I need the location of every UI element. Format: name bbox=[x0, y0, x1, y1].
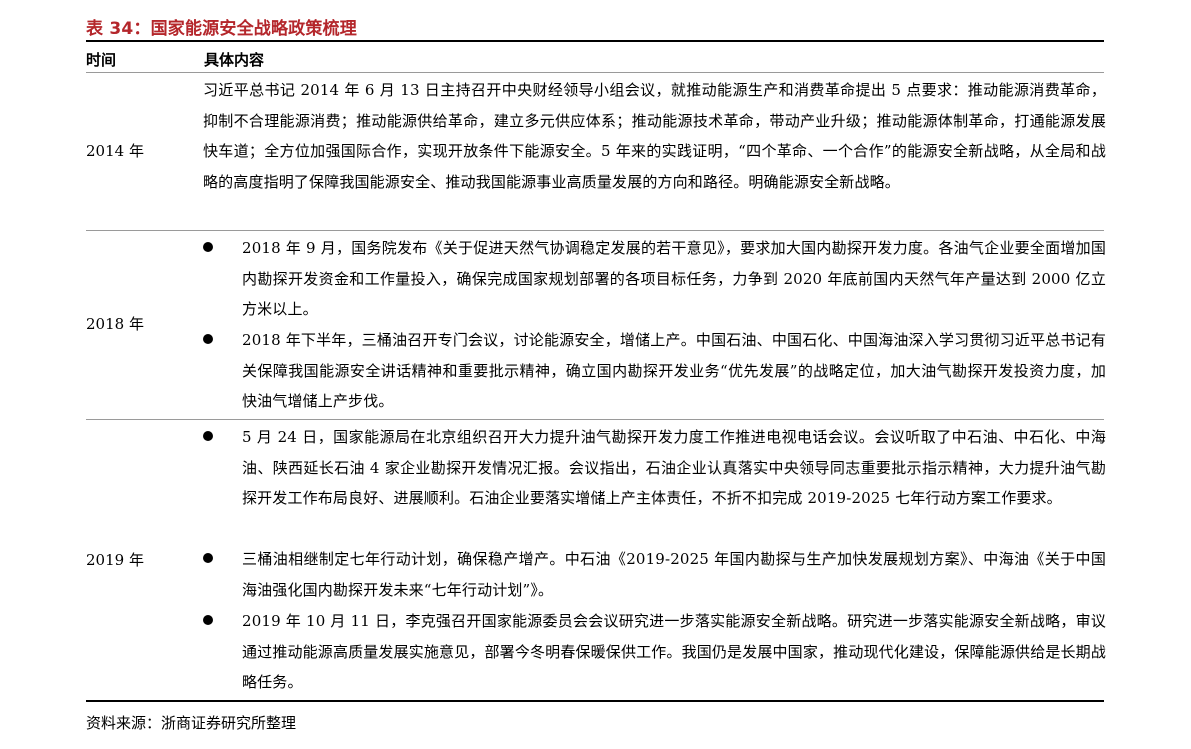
row-2018: 2018 年 2018 年 9 月，国务院发布《关于促进天然气协调稳定发展的若干… bbox=[86, 231, 1106, 419]
bullet-text: 2019 年 10 月 11 日，李克强召开国家能源委员会会议研究进一步落实能源… bbox=[242, 612, 1106, 691]
bullet-text: 2018 年 9 月，国务院发布《关于促进天然气协调稳定发展的若干意见》，要求加… bbox=[242, 239, 1106, 318]
year-cell: 2014 年 bbox=[86, 142, 144, 160]
header-time: 时间 bbox=[86, 51, 117, 69]
top-rule bbox=[86, 40, 1104, 42]
bullet-icon bbox=[203, 615, 213, 625]
table-header: 时间 具体内容 bbox=[86, 42, 1104, 72]
year-cell: 2019 年 bbox=[86, 551, 144, 569]
header-content: 具体内容 bbox=[204, 51, 265, 69]
source-note: 资料来源：浙商证券研究所整理 bbox=[86, 714, 297, 732]
bullet-icon bbox=[203, 334, 213, 344]
policy-table: 时间 具体内容 2014 年 习近平总书记 2014 年 6 月 13 日主持召… bbox=[86, 40, 1106, 702]
header-rule bbox=[86, 72, 1104, 73]
bullet-icon bbox=[203, 431, 213, 441]
bullet-icon bbox=[203, 553, 213, 563]
row-2014: 2014 年 习近平总书记 2014 年 6 月 13 日主持召开中央财经领导小… bbox=[86, 73, 1106, 230]
content-paragraph: 习近平总书记 2014 年 6 月 13 日主持召开中央财经领导小组会议，就推动… bbox=[203, 81, 1106, 191]
bullet-icon bbox=[203, 242, 213, 252]
bullet-text: 5 月 24 日，国家能源局在北京组织召开大力提升油气勘探开发力度工作推进电视电… bbox=[242, 428, 1106, 507]
row-rule bbox=[86, 419, 1104, 420]
bullet-text: 三桶油相继制定七年行动计划，确保稳产增产。中石油《2019-2025 年国内勘探… bbox=[242, 550, 1106, 599]
bullet-text: 2018 年下半年，三桶油召开专门会议，讨论能源安全，增储上产。中国石油、中国石… bbox=[242, 331, 1106, 410]
row-rule bbox=[86, 230, 1104, 231]
bottom-rule bbox=[86, 700, 1104, 702]
table-title: 表 34：国家能源安全战略政策梳理 bbox=[86, 19, 357, 39]
row-2019: 2019 年 5 月 24 日，国家能源局在北京组织召开大力提升油气勘探开发力度… bbox=[86, 420, 1106, 700]
year-cell: 2018 年 bbox=[86, 315, 144, 333]
